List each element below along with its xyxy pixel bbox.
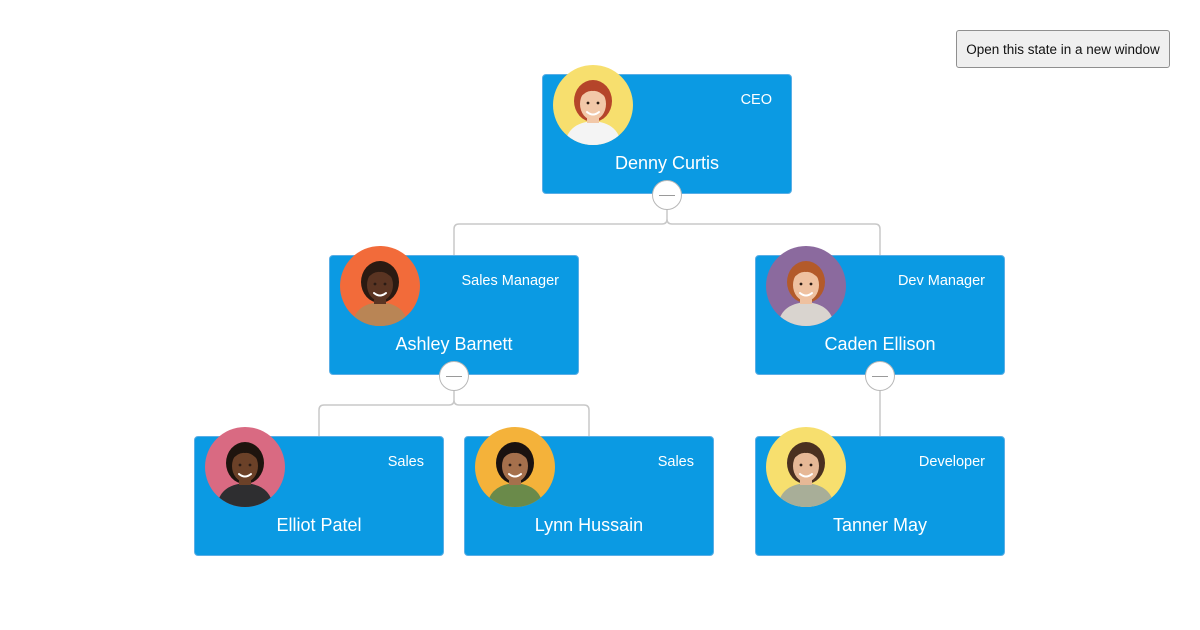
node-name: Elliot Patel xyxy=(276,515,362,535)
open-new-window-button[interactable]: Open this state in a new window xyxy=(956,30,1170,68)
node-title: Sales xyxy=(387,454,424,470)
node-title: Dev Manager xyxy=(897,273,985,289)
node-name: Tanner May xyxy=(832,515,928,535)
avatar xyxy=(205,427,285,507)
node-title: CEO xyxy=(740,92,772,108)
avatar xyxy=(766,427,846,507)
node-title: Developer xyxy=(918,454,985,470)
person-portrait-icon xyxy=(205,427,285,507)
node-name: Ashley Barnett xyxy=(395,334,513,354)
node-name: Caden Ellison xyxy=(824,334,936,354)
avatar xyxy=(475,427,555,507)
org-node-sales-2[interactable]: Sales Lynn Hussain xyxy=(464,427,714,556)
node-title: Sales xyxy=(657,454,694,470)
collapse-toggle-dev-manager[interactable] xyxy=(865,361,895,391)
collapse-toggle-ceo[interactable] xyxy=(652,180,682,210)
person-portrait-icon xyxy=(475,427,555,507)
node-name: Lynn Hussain xyxy=(534,515,644,535)
person-portrait-icon xyxy=(766,246,846,326)
org-node-sales-manager[interactable]: Sales Manager Ashley Barnett xyxy=(329,246,579,375)
org-node-developer[interactable]: Developer Tanner May xyxy=(755,427,1005,556)
node-name: Denny Curtis xyxy=(614,153,720,173)
person-portrait-icon xyxy=(553,65,633,145)
collapse-toggle-sales-manager[interactable] xyxy=(439,361,469,391)
org-node-ceo[interactable]: CEO Denny Curtis xyxy=(542,65,792,194)
avatar xyxy=(553,65,633,145)
connector-sales-manager-to-sales xyxy=(318,390,590,436)
person-portrait-icon xyxy=(766,427,846,507)
org-node-dev-manager[interactable]: Dev Manager Caden Ellison xyxy=(755,246,1005,375)
avatar xyxy=(340,246,420,326)
person-portrait-icon xyxy=(340,246,420,326)
org-node-sales-1[interactable]: Sales Elliot Patel xyxy=(194,427,444,556)
avatar xyxy=(766,246,846,326)
node-title: Sales Manager xyxy=(461,273,559,289)
